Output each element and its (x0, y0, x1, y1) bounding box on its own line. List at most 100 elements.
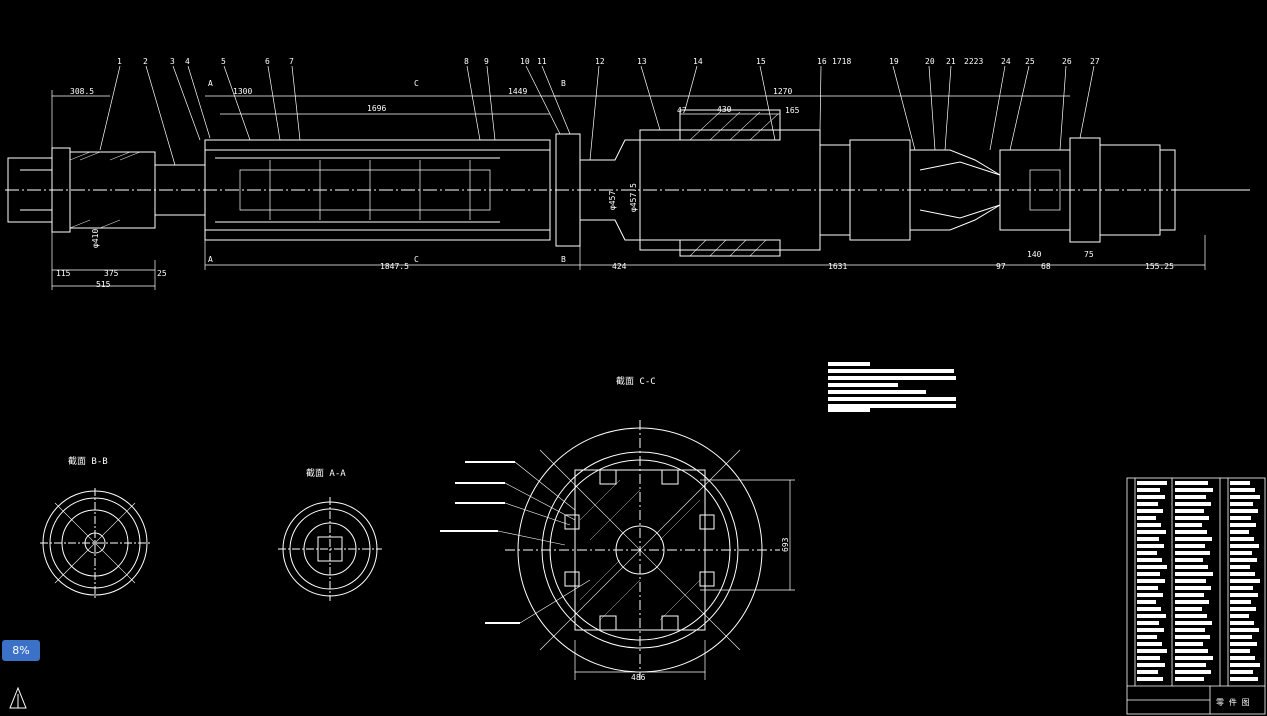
parts-list-row-bar (1137, 614, 1166, 618)
parts-list-row-bar (1230, 481, 1250, 485)
parts-list-row-bar (1137, 551, 1157, 555)
zoom-level-badge: 8% (2, 640, 40, 661)
parts-list-row-bar (1137, 544, 1164, 548)
dim-140: 140 (1027, 250, 1042, 259)
parts-list-row-bar (1230, 677, 1258, 681)
parts-list-row-bar (1137, 621, 1159, 625)
parts-list-row-bar (1175, 502, 1211, 506)
parts-list-row-bar (1230, 621, 1254, 625)
dim-phi410: φ410 (91, 229, 100, 248)
parts-list-row-bar (1230, 614, 1249, 618)
parts-list-rows (1137, 481, 1260, 681)
parts-list-row-bar (1175, 677, 1204, 681)
dim-phi457-5: φ457.5 (629, 183, 638, 212)
parts-list-row-bar (1230, 551, 1252, 555)
dim-430: 430 (717, 105, 732, 114)
part-no-24: 24 (1001, 57, 1011, 66)
section-marker-labels: A A C C B B (208, 79, 566, 264)
part-no-27: 27 (1090, 57, 1100, 66)
parts-list-row-bar (1175, 579, 1206, 583)
dim-1631: 1631 (828, 262, 847, 271)
section-cc-width-dim: 486 (631, 673, 646, 682)
part-no-5: 5 (221, 57, 226, 66)
parts-list-row-bar (1230, 509, 1258, 513)
part-no-4: 4 (185, 57, 190, 66)
parts-list-row-bar (1230, 649, 1250, 653)
parts-list-row-bar (1137, 537, 1159, 541)
parts-list-row-bar (1175, 642, 1203, 646)
parts-list-row-bar (1175, 523, 1202, 527)
parts-list-row-bar (1230, 586, 1253, 590)
dim-165: 165 (785, 106, 800, 115)
parts-list-row-bar (1230, 670, 1253, 674)
parts-list-row-bar (1137, 586, 1158, 590)
parts-list-row-bar (1230, 544, 1259, 548)
part-no-3: 3 (170, 57, 175, 66)
parts-list-row-bar (1137, 558, 1162, 562)
dim-1696: 1696 (367, 104, 386, 113)
dim-115: 115 (56, 269, 71, 278)
section-marker-c-top: C (414, 79, 419, 88)
part-no-13: 13 (637, 57, 647, 66)
parts-list-row-bar (1137, 516, 1156, 520)
parts-list-row-bar (1175, 495, 1206, 499)
parts-list-row-bar (1230, 607, 1256, 611)
parts-list-row-bar (1175, 607, 1202, 611)
technical-notes-block (828, 362, 956, 412)
part-no-2223: 2223 (964, 57, 983, 66)
parts-list-row-bar (1137, 677, 1163, 681)
parts-list-row-bar (1175, 600, 1209, 604)
parts-list-row-bar (1230, 635, 1252, 639)
part-no-11: 11 (537, 57, 547, 66)
section-bb-title: 截面 B-B (68, 455, 108, 467)
section-marker-b-bottom: B (561, 255, 566, 264)
part-no-8: 8 (464, 57, 469, 66)
section-title-labels: 截面 B-B 截面 A-A 截面 C-C 486 693 (68, 375, 790, 682)
parts-list-row-bar (1230, 593, 1258, 597)
parts-list-row-bar (1137, 579, 1165, 583)
parts-list-row-bar (1175, 649, 1208, 653)
part-no-7: 7 (289, 57, 294, 66)
parts-list-row-bar (1175, 530, 1207, 534)
parts-list-row-bar (1137, 572, 1160, 576)
part-no-26: 26 (1062, 57, 1072, 66)
parts-list-row-bar (1137, 642, 1162, 646)
parts-list-row-bar (1137, 628, 1164, 632)
dim-97: 97 (996, 262, 1006, 271)
parts-list-row-bar (1137, 509, 1163, 513)
section-marker-c-bottom: C (414, 255, 419, 264)
parts-list-row-bar (1230, 663, 1260, 667)
dim-375: 375 (104, 269, 119, 278)
dim-308-5: 308.5 (70, 87, 94, 96)
dim-155-25: 155.25 (1145, 262, 1174, 271)
parts-list-row-bar (1230, 558, 1257, 562)
dim-25: 25 (157, 269, 167, 278)
parts-list-row-bar (1175, 537, 1212, 541)
parts-list-row-bar (1137, 635, 1157, 639)
parts-list-row-bar (1230, 516, 1251, 520)
dim-phi457: φ457 (608, 191, 617, 210)
part-no-15: 15 (756, 57, 766, 66)
dimension-labels: 308.5 1300 1696 1449 1270 47 430 165 115… (56, 87, 1174, 289)
parts-list-row-bar (1230, 600, 1251, 604)
parts-list-row-bar (1230, 656, 1255, 660)
parts-list-row-bar (1137, 565, 1167, 569)
parts-list-table (1126, 477, 1266, 715)
part-no-16: 16 (817, 57, 827, 66)
part-no-1: 1 (117, 57, 122, 66)
parts-list-row-bar (1175, 551, 1210, 555)
parts-list-row-bar (1230, 502, 1253, 506)
part-no-14: 14 (693, 57, 703, 66)
section-aa-view (278, 497, 382, 601)
section-aa-title: 截面 A-A (306, 467, 346, 479)
section-bb-view (40, 488, 150, 598)
parts-list-row-bar (1230, 565, 1250, 569)
parts-list-row-bar (1175, 663, 1206, 667)
parts-list-row-bar (1137, 663, 1165, 667)
dim-515: 515 (96, 280, 111, 289)
parts-list-row-bar (1230, 523, 1256, 527)
section-cc-title: 截面 C-C (616, 375, 656, 387)
parts-list-row-bar (1230, 495, 1260, 499)
parts-list-row-bar (1175, 586, 1211, 590)
